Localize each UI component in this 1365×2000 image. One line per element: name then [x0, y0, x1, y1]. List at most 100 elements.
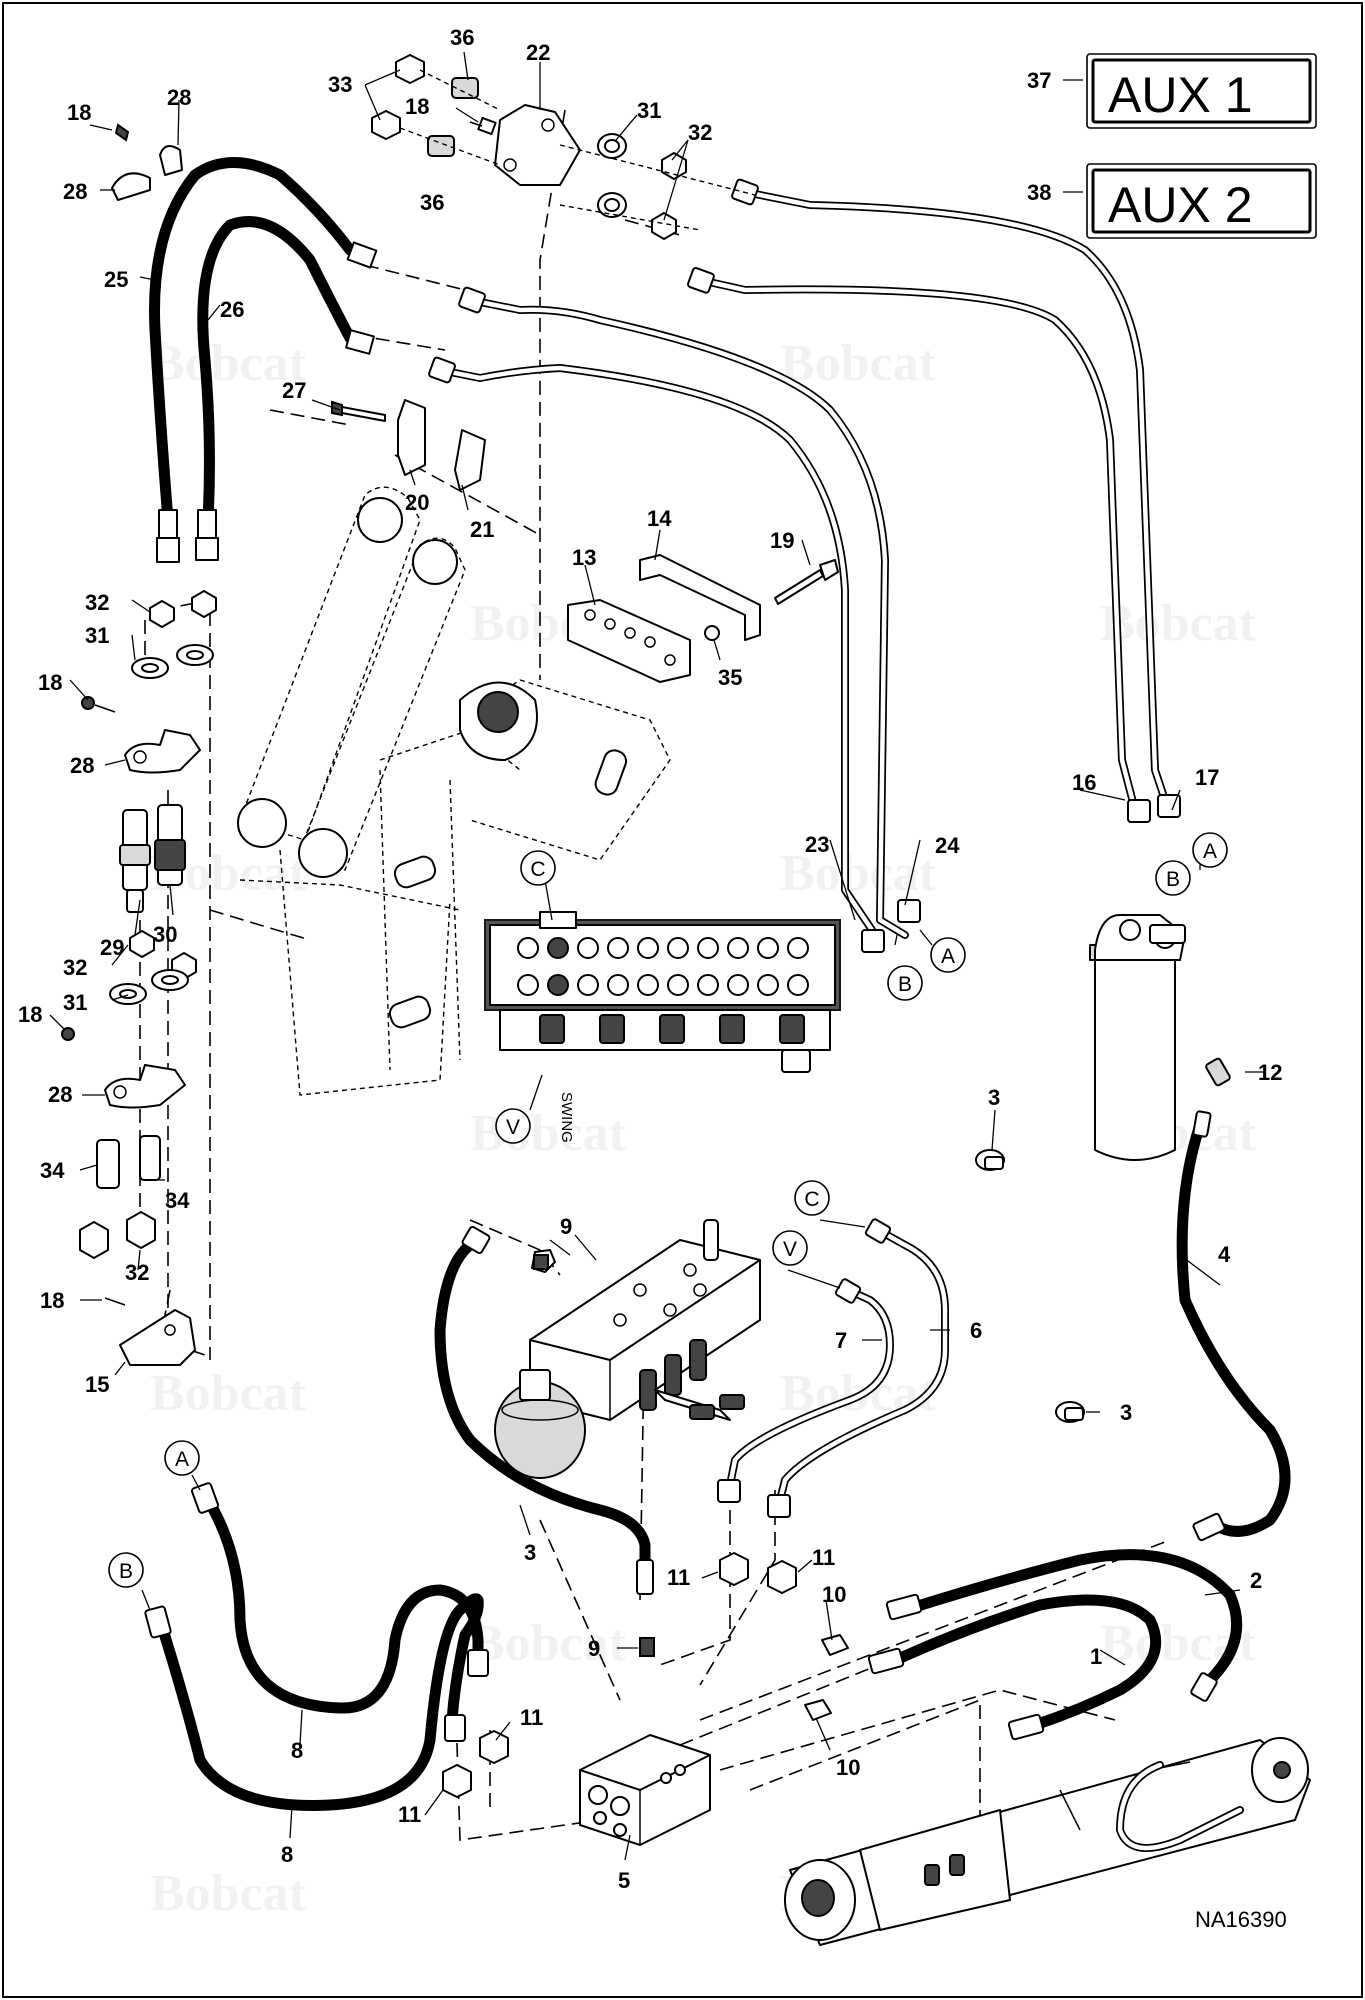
svg-text:C: C: [804, 1188, 819, 1211]
manifold-5: [579, 1734, 711, 1846]
svg-text:V: V: [506, 1116, 520, 1139]
tube-6: [767, 1218, 949, 1518]
svg-text:V: V: [783, 1238, 797, 1261]
cylinder: [784, 1737, 1311, 1946]
connector-b-hose8: B: [108, 1552, 144, 1588]
svg-text:B: B: [119, 1560, 133, 1583]
connector-b-tube16: B: [1155, 860, 1191, 896]
hose-25: [149, 157, 378, 563]
control-valve: [484, 911, 841, 1073]
bracket-14: [639, 554, 761, 641]
svg-text:B: B: [898, 973, 912, 996]
callout-16: 16: [1072, 770, 1096, 795]
callout-34: 34: [165, 1188, 190, 1213]
aux-2-label: AUX 2: [1086, 163, 1317, 239]
callout-17: 17: [1195, 765, 1219, 790]
watermark: Bobcat: [150, 1365, 307, 1422]
svg-text:A: A: [175, 1448, 189, 1471]
swing-label: SWING: [558, 1092, 575, 1143]
callout-32: 32: [63, 955, 87, 980]
fittings-10: [804, 1634, 849, 1721]
callout-15: 15: [85, 1372, 109, 1397]
plug-3-upper: [975, 1149, 1005, 1171]
watermark: Bobcat: [1100, 595, 1257, 652]
connector-b-tube23: B: [887, 965, 923, 1001]
manifold-valve: [494, 1219, 761, 1479]
callout-19: 19: [770, 528, 794, 553]
connector-c-valve: C: [520, 850, 556, 886]
connector-a-tube17: A: [1192, 832, 1228, 868]
filter-assembly: [1089, 914, 1231, 1161]
watermark: Bobcat: [780, 335, 937, 392]
connector-circles: C V B A B A C V A B: [108, 832, 1228, 1588]
callout-3: 3: [1120, 1400, 1132, 1425]
svg-text:A: A: [941, 945, 955, 968]
tube-7: [717, 1278, 894, 1503]
connector-v-tube7: V: [772, 1230, 808, 1266]
hose-4: [1176, 1110, 1291, 1542]
hose-1: [867, 1594, 1162, 1741]
plug-3-lower: [1055, 1401, 1085, 1423]
bracket-28-left-upper: [81, 696, 201, 774]
callout-8: 8: [291, 1738, 303, 1763]
bracket-20-21: [331, 399, 486, 491]
callout-36: 36: [420, 190, 444, 215]
tube-16-17: [687, 178, 1181, 823]
callout-26: 26: [220, 297, 244, 322]
callout-6: 6: [970, 1318, 982, 1343]
fittings-33-36: [371, 54, 501, 166]
fittings-9: [531, 1249, 655, 1657]
watermark: Bobcat: [150, 335, 307, 392]
callout-32: 32: [125, 1260, 149, 1285]
callout-31: 31: [63, 990, 87, 1015]
bracket-28-left-lower: [61, 1027, 186, 1109]
callout-28: 28: [70, 753, 94, 778]
callout-28: 28: [48, 1082, 72, 1107]
callout-38: 38: [1027, 180, 1051, 205]
callout-33: 33: [328, 72, 352, 97]
callout-28: 28: [63, 179, 87, 204]
watermark-group: Bobcat Bobcat Bobcat Bobcat Bobcat Bobca…: [150, 335, 1257, 1922]
callout-14: 14: [647, 506, 672, 531]
bracket-22: [494, 104, 581, 186]
block-13: [567, 599, 691, 683]
connector-v-valve: V: [495, 1108, 531, 1144]
svg-text:AUX 2: AUX 2: [1108, 177, 1253, 233]
callout-2: 2: [1250, 1568, 1262, 1593]
callout-32: 32: [688, 120, 712, 145]
connector-a-tube24: A: [930, 937, 966, 973]
watermark: Bobcat: [150, 1865, 307, 1922]
callout-22: 22: [526, 40, 550, 65]
callout-numbers: 37 38 36 22 33 18 31 32 36 28 18 28 25 2…: [18, 25, 1282, 1893]
callout-9: 9: [560, 1214, 572, 1239]
callout-37: 37: [1027, 68, 1051, 93]
nuts-32-left-upper: [149, 590, 217, 628]
callout-11: 11: [398, 1802, 421, 1827]
bracket-15: [104, 1297, 196, 1366]
callout-7: 7: [835, 1328, 847, 1353]
svg-text:C: C: [530, 858, 545, 881]
washers-31-left-lower: [109, 969, 189, 1005]
hose-8: [144, 1482, 489, 1811]
callout-18: 18: [67, 100, 91, 125]
callout-5: 5: [618, 1868, 630, 1893]
callout-18: 18: [40, 1288, 64, 1313]
hose-26: [195, 216, 375, 561]
callout-8: 8: [281, 1842, 293, 1867]
nuts-32-top: [559, 144, 756, 240]
callout-11: 11: [812, 1545, 835, 1570]
bolt-19: [704, 559, 839, 641]
callout-13: 13: [572, 545, 596, 570]
callout-4: 4: [1218, 1242, 1231, 1267]
svg-text:AUX 1: AUX 1: [1108, 67, 1253, 123]
fittings-11-lower: [442, 1552, 797, 1798]
loader-arm: [237, 486, 671, 1096]
callout-34: 34: [40, 1158, 65, 1183]
callout-12: 12: [1258, 1060, 1282, 1085]
callout-1: 1: [1090, 1644, 1102, 1669]
callout-3: 3: [524, 1540, 536, 1565]
tube-23-24: [428, 286, 921, 953]
watermark: Bobcat: [470, 1615, 627, 1672]
